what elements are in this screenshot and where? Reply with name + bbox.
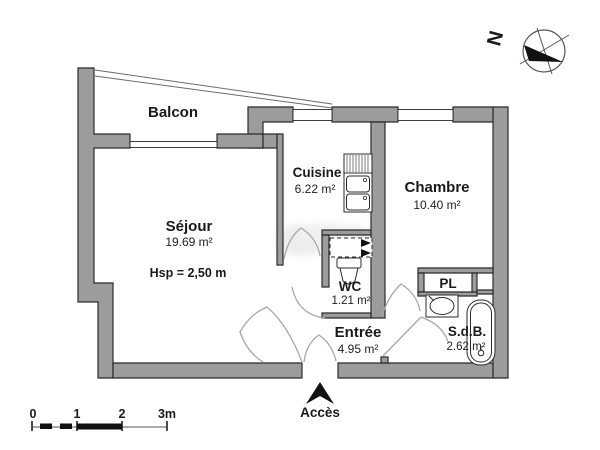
label-entree: Entrée (335, 324, 382, 341)
label-acces: Accès (300, 405, 340, 420)
wall-bottom-left (112, 362, 303, 379)
walls (77, 67, 509, 379)
label-chambre: Chambre (404, 179, 469, 196)
toilet-icon (336, 257, 362, 285)
sink-drainboard-hatch (344, 155, 372, 174)
wall-pl-left (417, 272, 425, 293)
label-sejour-height: Hsp = 2,50 m (150, 266, 227, 280)
door-swing-cuisine (283, 227, 321, 260)
scale-tick-3: 3m (158, 407, 176, 421)
window-cuisine (292, 109, 333, 121)
scale-bar: 0 1 2 3m (30, 407, 176, 431)
wall-chambre-bottom (417, 267, 494, 274)
label-sejour: Séjour (166, 218, 213, 235)
windows (129, 109, 454, 148)
label-chambre-area: 10.40 m² (413, 198, 460, 212)
wall-wc-left (321, 234, 330, 288)
wall-sdb-door-stub (380, 356, 389, 364)
label-balcon: Balcon (148, 104, 198, 121)
wall-wc-bottom (321, 312, 372, 319)
door-swing-sejour (239, 306, 303, 363)
north-label: N (482, 28, 507, 48)
door-swing-sdb (382, 316, 449, 357)
label-sdb: S.d.B. (448, 324, 486, 339)
wall-right (492, 106, 509, 379)
door-swings (239, 227, 449, 363)
wall-bottom-right (337, 362, 494, 379)
label-wc-area: 1.21 m² (332, 295, 371, 307)
label-sdb-area: 2.62 m² (447, 341, 486, 353)
wall-top-right (452, 106, 494, 123)
label-pl: PL (439, 276, 456, 291)
label-cuisine: Cuisine (293, 165, 342, 180)
kitchen-sink-icon (343, 153, 373, 213)
wall-sejour-top-connector (262, 133, 278, 149)
compass-rose-icon: N (482, 27, 570, 75)
bathtub-icon (466, 299, 496, 366)
access-arrow-icon (306, 382, 334, 404)
washbasin-icon (425, 294, 459, 318)
label-entree-area: 4.95 m² (338, 342, 379, 356)
wall-left (77, 67, 131, 379)
window-sejour (129, 141, 218, 148)
wall-cuisine-chambre (370, 121, 386, 319)
wall-top-center (331, 106, 399, 123)
scale-tick-1: 1 (74, 407, 81, 421)
wall-closet-bottom (476, 289, 494, 295)
wall-sejour-cuisine (276, 133, 284, 266)
scale-tick-2: 2 (119, 407, 126, 421)
scale-tick-0: 0 (30, 407, 37, 421)
wall-sejour-top (216, 133, 264, 149)
door-swing-chambre (381, 283, 421, 317)
label-sejour-area: 19.69 m² (165, 235, 212, 249)
window-chambre (397, 109, 454, 121)
balcony-railing (94, 69, 333, 109)
wall-wc-top (321, 229, 372, 236)
door-swing-entrance (303, 334, 337, 363)
label-wc: WC (339, 279, 362, 294)
room-labels: Balcon Séjour 19.69 m² Hsp = 2,50 m Cuis… (148, 104, 486, 420)
door-swing-wc (291, 286, 326, 319)
wall-pl-divider (471, 272, 478, 293)
wc-cupboard-dashed-icon (329, 237, 373, 258)
label-cuisine-area: 6.22 m² (295, 182, 336, 196)
